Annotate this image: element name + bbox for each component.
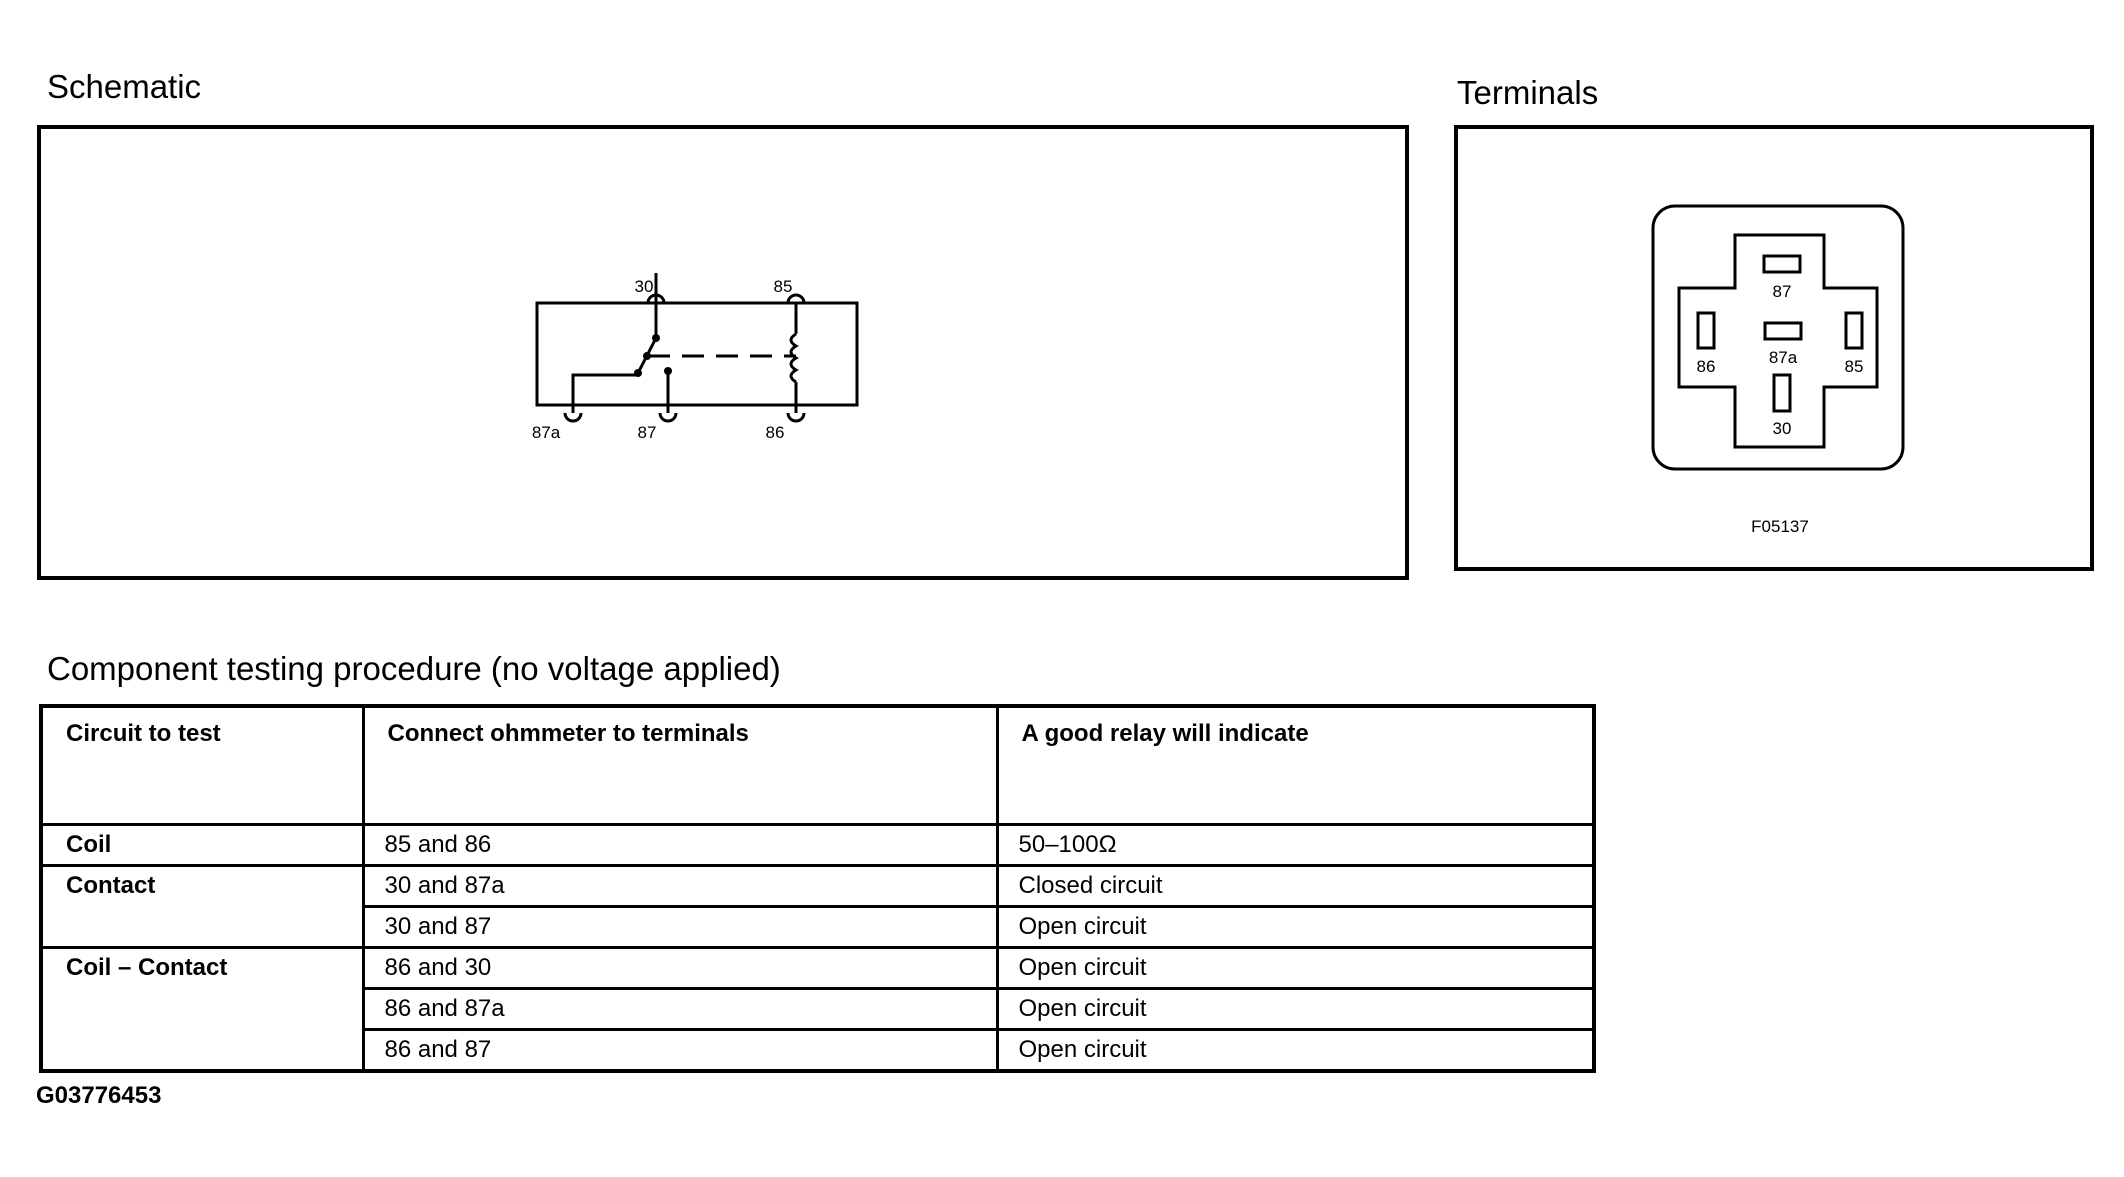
terminals-cell: 86 and 87: [361, 1027, 999, 1072]
table-row: 30 and 87 Open circuit: [41, 904, 1596, 949]
terminals-cell: 86 and 30: [361, 945, 999, 990]
pin-30: [1772, 373, 1792, 413]
header-result: A good relay will indicate: [995, 704, 1596, 826]
table-header-row: Circuit to test Connect ohmmeter to term…: [39, 704, 1596, 826]
relay-outline: [1651, 204, 1905, 471]
circuit-cell: Contact: [39, 863, 365, 949]
terminals-panel: 87 87a 86 85 30 F05137: [1454, 125, 2094, 571]
pin-86-label: 86: [1697, 357, 1716, 376]
terminals-cell: 85 and 86: [361, 822, 999, 867]
result-cell: Closed circuit: [995, 863, 1596, 908]
pin-85-label: 85: [1845, 357, 1864, 376]
procedure-title: Component testing procedure (no voltage …: [47, 650, 781, 687]
pin-87-label: 87: [1773, 282, 1792, 301]
testing-table: Circuit to test Connect ohmmeter to term…: [39, 704, 1596, 1073]
terminal-85-label: 85: [774, 277, 793, 296]
pin-86: [1696, 311, 1716, 350]
terminals-cell: 30 and 87: [361, 904, 999, 949]
pin-87a-label: 87a: [1769, 348, 1798, 367]
relay-body: [535, 301, 859, 407]
pin-87: [1762, 254, 1802, 274]
header-terminals: Connect ohmmeter to terminals: [361, 704, 999, 826]
result-cell: Open circuit: [995, 904, 1596, 949]
schematic-panel: 30 85 87a 87 86: [37, 125, 1409, 580]
table-row: 86 and 87a Open circuit: [41, 986, 1596, 1031]
pin-layout-cross: [1677, 233, 1879, 449]
figure-id: G03776453: [36, 1082, 162, 1109]
table-row: Coil – Contact 86 and 30 Open circuit: [39, 945, 1596, 1072]
coil: [789, 332, 799, 384]
header-circuit: Circuit to test: [39, 704, 365, 826]
terminals-cell: 30 and 87a: [361, 863, 999, 908]
figure-code: F05137: [1751, 517, 1809, 536]
relay-schematic: 30 85 87a 87 86: [532, 273, 859, 442]
circuit-cell: Coil: [39, 822, 365, 867]
pin-30-label: 30: [1773, 419, 1792, 438]
table-row: Contact 30 and 87a Closed circuit: [39, 863, 1596, 949]
schematic-title: Schematic: [47, 68, 202, 105]
result-cell: Open circuit: [995, 945, 1596, 990]
relay-pinout: 87 87a 86 85 30 F05137: [1651, 204, 1905, 536]
pin-87a: [1763, 321, 1803, 341]
circuit-cell: Coil – Contact: [39, 945, 365, 1072]
terminals-title: Terminals: [1457, 74, 1599, 111]
result-cell: Open circuit: [995, 986, 1596, 1031]
table-row: Coil 85 and 86 50–100Ω: [39, 822, 1596, 867]
terminal-87a-label: 87a: [532, 423, 561, 442]
terminal-87-label: 87: [638, 423, 657, 442]
table-row: 86 and 87 Open circuit: [41, 1027, 1596, 1072]
result-cell: 50–100Ω: [995, 822, 1596, 867]
result-cell: Open circuit: [995, 1027, 1596, 1072]
pin-85: [1844, 311, 1864, 350]
terminal-86-label: 86: [766, 423, 785, 442]
terminals-cell: 86 and 87a: [361, 986, 999, 1031]
terminal-30-label: 30: [635, 277, 654, 296]
